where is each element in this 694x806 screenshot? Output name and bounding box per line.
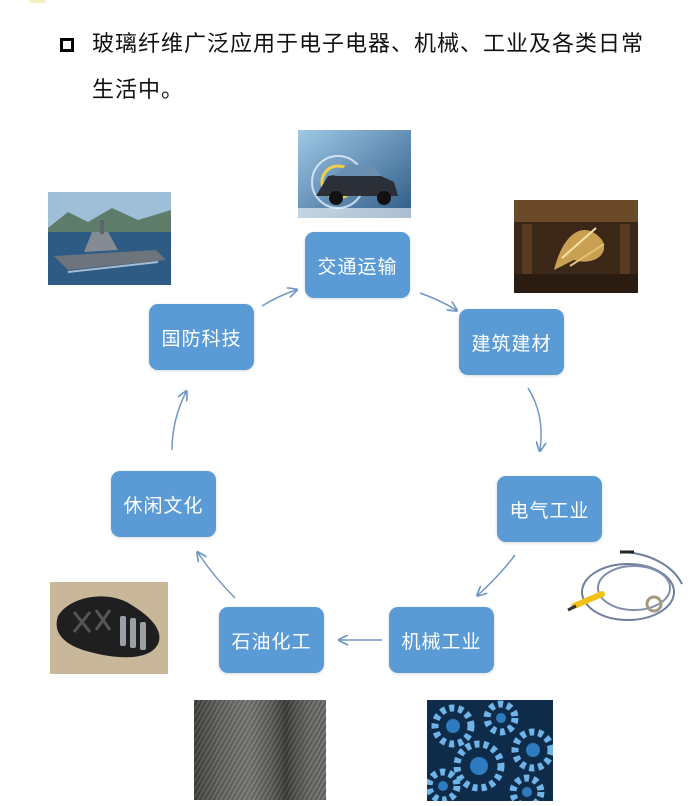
shoe-sole-photo [50,582,168,674]
car-photo [298,130,411,218]
cable-photo [554,548,690,626]
node-machinery: 机械工业 [389,607,494,673]
corner-tab [30,0,46,3]
arrow-construction-to-electrical [527,387,541,450]
node-electrical: 电气工业 [497,476,602,542]
fabric-photo [194,700,326,800]
arrow-defense-to-transport [261,290,296,307]
node-petrochemical: 石油化工 [219,607,324,673]
building-sculpture-photo [514,200,638,293]
node-leisure: 休闲文化 [111,471,216,537]
arrow-petrochemical-to-leisure [198,553,236,599]
node-defense: 国防科技 [149,304,254,370]
warship-photo [48,192,171,285]
node-construction: 建筑建材 [459,309,564,375]
node-transport: 交通运输 [305,232,410,298]
arrow-leisure-to-defense [171,392,186,451]
bullet-text: 玻璃纤维广泛应用于电子电器、机械、工业及各类日常生活中。 [92,32,645,103]
arrow-transport-to-construction [419,292,456,310]
arrow-electrical-to-machinery [478,554,516,595]
hollow-square-bullet-icon [60,38,74,52]
gears-photo [427,700,553,801]
